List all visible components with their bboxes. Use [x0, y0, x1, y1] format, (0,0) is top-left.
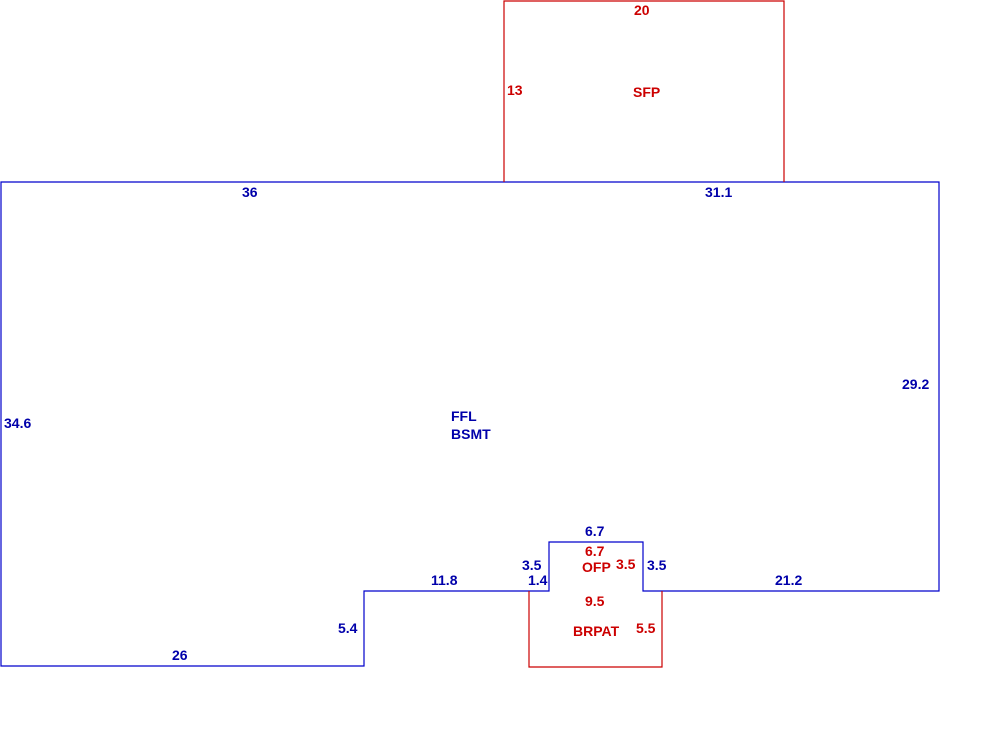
dim-main-top-left: 36 [242, 184, 258, 200]
dim-main-bottom-right: 21.2 [775, 572, 802, 588]
dim-main-bottom-mid: 11.8 [431, 572, 458, 588]
brpat-outline [528, 591, 663, 668]
dim-ofp-side: 3.5 [616, 556, 636, 572]
sfp-code: SFP [633, 84, 660, 100]
dim-brpat-top: 9.5 [585, 593, 605, 609]
dim-bump-left: 3.5 [522, 557, 542, 573]
ofp-code: OFP [582, 559, 611, 575]
dim-main-step: 5.4 [338, 620, 358, 636]
dim-main-right: 29.2 [902, 376, 929, 392]
brpat-code: BRPAT [573, 623, 620, 639]
main-area-code: FFL [451, 408, 477, 424]
dim-bump-top: 6.7 [585, 523, 605, 539]
sfp-outline [503, 0, 785, 182]
dim-brpat-side: 5.5 [636, 620, 656, 636]
dim-main-bottom-left: 26 [172, 647, 188, 663]
dim-bump-right: 3.5 [647, 557, 667, 573]
dim-main-left: 34.6 [4, 415, 31, 431]
dim-ofp-top: 6.7 [585, 543, 605, 559]
main-area-subcode: BSMT [451, 426, 491, 442]
dim-sfp-side: 13 [507, 82, 523, 98]
main-area-outline [0, 181, 940, 667]
dim-main-top-right: 31.1 [705, 184, 732, 200]
dim-sfp-top: 20 [634, 2, 650, 18]
dim-main-small-gap: 1.4 [528, 572, 548, 588]
